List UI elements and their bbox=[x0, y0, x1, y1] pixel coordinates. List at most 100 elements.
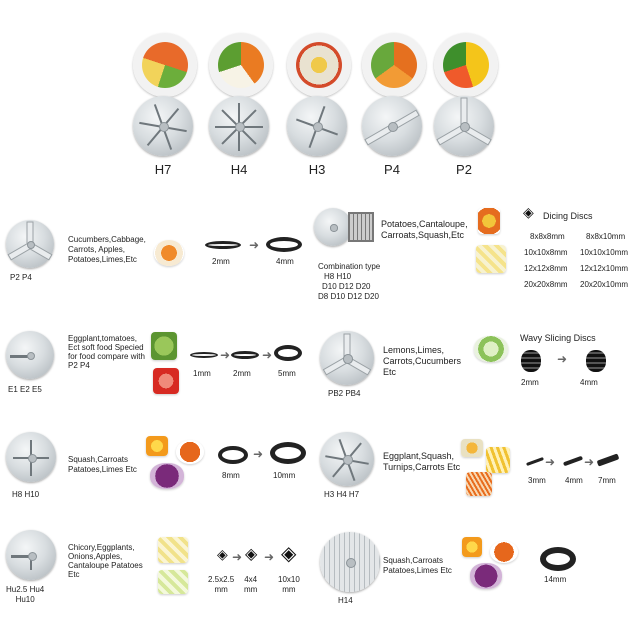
disc-h7 bbox=[133, 96, 193, 156]
arrow-icon: ➜ bbox=[557, 352, 568, 366]
food-image-dicing-1 bbox=[478, 208, 500, 234]
code-h7: H7 bbox=[154, 162, 172, 177]
size-14mm: 14mm bbox=[544, 575, 567, 584]
dicing-title: Dicing Discs bbox=[543, 211, 593, 221]
size-2mm-wavy: 2mm bbox=[521, 378, 539, 387]
code-h3: H3 bbox=[308, 162, 326, 177]
size-4x4: 4x4 mm bbox=[244, 575, 258, 594]
disc-combination bbox=[314, 208, 352, 246]
code-h4: H4 bbox=[230, 162, 248, 177]
stick-7mm-icon bbox=[596, 453, 620, 467]
disc-p2-p4 bbox=[6, 220, 54, 268]
size-4mm-h: 4mm bbox=[565, 476, 583, 485]
size-8mm: 8mm bbox=[222, 471, 240, 480]
codes-h3-h4-h7: H3 H4 H7 bbox=[324, 490, 360, 499]
size-4mm: 4mm bbox=[276, 257, 294, 266]
slice-1mm bbox=[190, 352, 218, 358]
disc-p2 bbox=[434, 96, 494, 156]
slice-4mm bbox=[266, 237, 302, 252]
code-p2: P2 bbox=[456, 162, 472, 177]
codes-hu: Hu2.5 Hu4 Hu10 bbox=[6, 585, 45, 604]
size-5mm: 5mm bbox=[278, 369, 296, 378]
codes-p2-p4: P2 P4 bbox=[10, 273, 32, 282]
disc-h3 bbox=[287, 96, 347, 156]
desc-h8-h10: Squash,Carroats Patatoes,Limes Etc bbox=[68, 455, 137, 474]
size-2mm: 2mm bbox=[212, 257, 230, 266]
food-image-h8-1 bbox=[146, 436, 168, 456]
food-image-h14-2 bbox=[490, 541, 518, 563]
food-image-h3-2 bbox=[486, 447, 510, 473]
slice-5mm bbox=[274, 345, 302, 361]
food-plate-h4 bbox=[209, 33, 273, 97]
codes-pb2-pb4: PB2 PB4 bbox=[328, 389, 361, 398]
food-plate-h7 bbox=[133, 33, 197, 97]
food-plate-h3 bbox=[287, 33, 351, 97]
combination-lines: H8 H10 D10 D12 D20 D8 D10 D12 D20 bbox=[318, 272, 379, 301]
codes-h14: H14 bbox=[338, 596, 353, 605]
disc-e1-e2-e5 bbox=[6, 331, 54, 379]
desc-e1-e2-e5: Eggplant,tomatoes, Ect soft food Specied… bbox=[68, 334, 145, 370]
wavy-slice-2mm-icon bbox=[521, 350, 541, 372]
desc-h3-h4-h7: Eggplant,Squash, Turnips,Carrots Etc bbox=[383, 451, 461, 472]
slice-2mm-e bbox=[231, 351, 259, 359]
arrow-icon: ➜ bbox=[253, 447, 264, 461]
food-plate-p4 bbox=[362, 33, 426, 97]
desc-hu: Chicory,Eggplants, Onions,Apples, Cantal… bbox=[68, 543, 143, 579]
food-image-h14-3 bbox=[470, 563, 502, 589]
dicing-cube-icon: ◈ bbox=[523, 204, 534, 220]
stick-4mm-icon bbox=[562, 455, 584, 467]
food-image-hu-2 bbox=[158, 570, 188, 594]
slice-2mm bbox=[205, 241, 241, 249]
dice-2.5-icon: ◈ bbox=[217, 546, 228, 562]
food-plate-p2 bbox=[434, 33, 498, 97]
size-1mm: 1mm bbox=[193, 369, 211, 378]
arrow-icon: ➜ bbox=[584, 455, 595, 469]
stick-3mm-icon bbox=[526, 457, 544, 466]
food-image-h3-3 bbox=[466, 472, 492, 496]
wavy-title: Wavy Slicing Discs bbox=[520, 333, 596, 343]
dicing-sizes-left: 8x8x8mm 10x10x8mm 12x12x8mm 20x20x8mm bbox=[524, 232, 568, 289]
disc-hu bbox=[6, 530, 56, 580]
desc-p2-p4: Cucumbers,Cabbage, Carrots, Apples, Pota… bbox=[68, 235, 146, 264]
dice-4-icon: ◈ bbox=[245, 546, 258, 563]
desc-pb2-pb4: Lemons,Limes, Carrots,Cucumbers Etc bbox=[383, 345, 462, 377]
arrow-icon: ➜ bbox=[232, 550, 243, 564]
arrow-icon: ➜ bbox=[220, 348, 231, 362]
disc-h8-h10 bbox=[6, 432, 56, 482]
food-image-pb bbox=[474, 336, 508, 362]
arrow-icon: ➜ bbox=[249, 238, 260, 252]
dicing-sizes-right: 8x8x10mm 10x10x10mm 12x12x10mm 20x20x10m… bbox=[580, 232, 629, 289]
size-10mm: 10mm bbox=[273, 471, 296, 480]
size-10x10: 10x10 mm bbox=[278, 575, 300, 594]
slice-10mm bbox=[270, 442, 306, 464]
food-image-h14-1 bbox=[462, 537, 482, 557]
arrow-icon: ➜ bbox=[262, 348, 273, 362]
food-image-p2-p4 bbox=[154, 240, 184, 266]
arrow-icon: ➜ bbox=[545, 455, 556, 469]
slice-8mm bbox=[218, 446, 248, 464]
size-4mm-wavy: 4mm bbox=[580, 378, 598, 387]
food-image-e1-2 bbox=[153, 368, 179, 394]
disc-p4 bbox=[362, 96, 422, 156]
desc-combination: Potatoes,Cantaloupe, Carroats,Squash,Etc bbox=[381, 219, 468, 240]
food-image-h8-2 bbox=[176, 440, 204, 464]
size-2.5: 2.5x2.5 mm bbox=[208, 575, 235, 594]
size-7mm: 7mm bbox=[598, 476, 616, 485]
food-image-e1-1 bbox=[151, 332, 177, 360]
disc-pb2-pb4 bbox=[320, 331, 374, 385]
dicing-grid-icon bbox=[348, 212, 374, 242]
wavy-slice-4mm-icon bbox=[586, 350, 606, 372]
food-image-hu-1 bbox=[158, 537, 188, 563]
disc-h14 bbox=[320, 532, 380, 592]
desc-h14: Squash,Carroats Patatoes,Limes Etc bbox=[383, 556, 452, 575]
combination-title: Combination type bbox=[318, 262, 381, 271]
arrow-icon: ➜ bbox=[264, 550, 275, 564]
codes-h8-h10: H8 H10 bbox=[12, 490, 40, 499]
slice-14mm bbox=[540, 547, 576, 571]
size-2mm-e: 2mm bbox=[233, 369, 251, 378]
disc-h4 bbox=[209, 96, 269, 156]
food-image-h8-3 bbox=[150, 463, 184, 489]
codes-e1-e2-e5: E1 E2 E5 bbox=[8, 385, 42, 394]
size-3mm: 3mm bbox=[528, 476, 546, 485]
food-image-dicing-2 bbox=[476, 245, 506, 273]
